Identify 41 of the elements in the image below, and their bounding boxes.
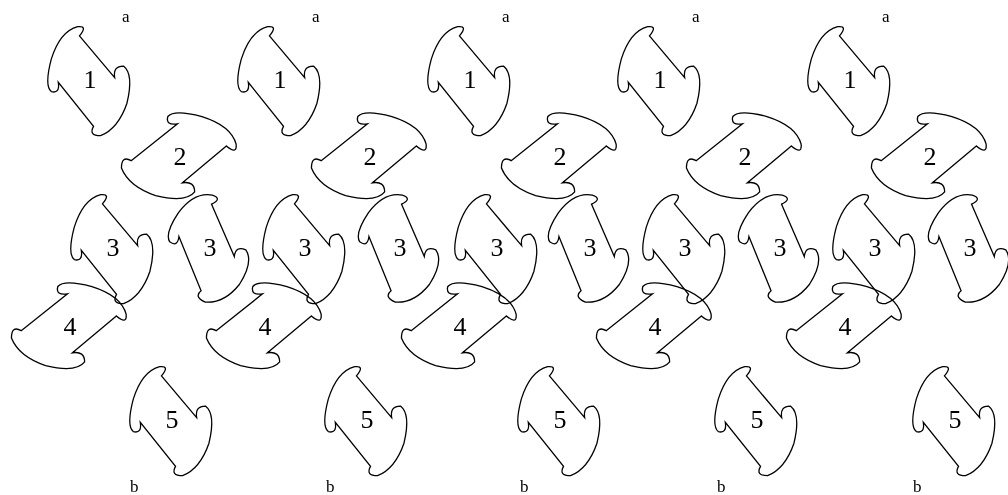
piece-number: 2 [738,144,752,170]
piece-number: 3 [868,235,882,261]
piece-number: 3 [678,235,692,261]
piece-number: 2 [553,144,567,170]
piece-number: 1 [843,67,857,93]
piece-number: 3 [490,235,504,261]
piece-number: 3 [298,235,312,261]
corner-letter: b [913,478,922,495]
piece-number: 4 [258,314,272,340]
corner-letter: b [326,478,335,495]
piece-number: 5 [948,407,962,433]
piece-number: 5 [360,407,374,433]
piece-number: 2 [173,144,187,170]
piece-number: 1 [653,67,667,93]
corner-letter: a [122,8,130,25]
corner-letter: a [502,8,510,25]
corner-letter: a [312,8,320,25]
piece-number: 5 [750,407,764,433]
piece-number: 2 [923,144,937,170]
piece-number: 4 [453,314,467,340]
corner-letter: b [520,478,529,495]
piece-number: 2 [363,144,377,170]
piece-number: 4 [63,314,77,340]
corner-letter: a [692,8,700,25]
piece-number: 3 [393,235,407,261]
piece-number: 1 [273,67,287,93]
piece-number: 3 [583,235,597,261]
corner-letter: b [717,478,726,495]
piece-number: 3 [203,235,217,261]
puzzle-piece [925,193,1008,303]
corner-letter: a [882,8,890,25]
piece-number: 4 [838,314,852,340]
corner-letter: b [130,478,139,495]
piece-number: 4 [648,314,662,340]
piece-number: 5 [553,407,567,433]
piece-number: 1 [463,67,477,93]
piece-number: 5 [165,407,179,433]
piece-number: 3 [963,235,977,261]
piece-number: 1 [83,67,97,93]
piece-number: 3 [106,235,120,261]
piece-number: 3 [773,235,787,261]
